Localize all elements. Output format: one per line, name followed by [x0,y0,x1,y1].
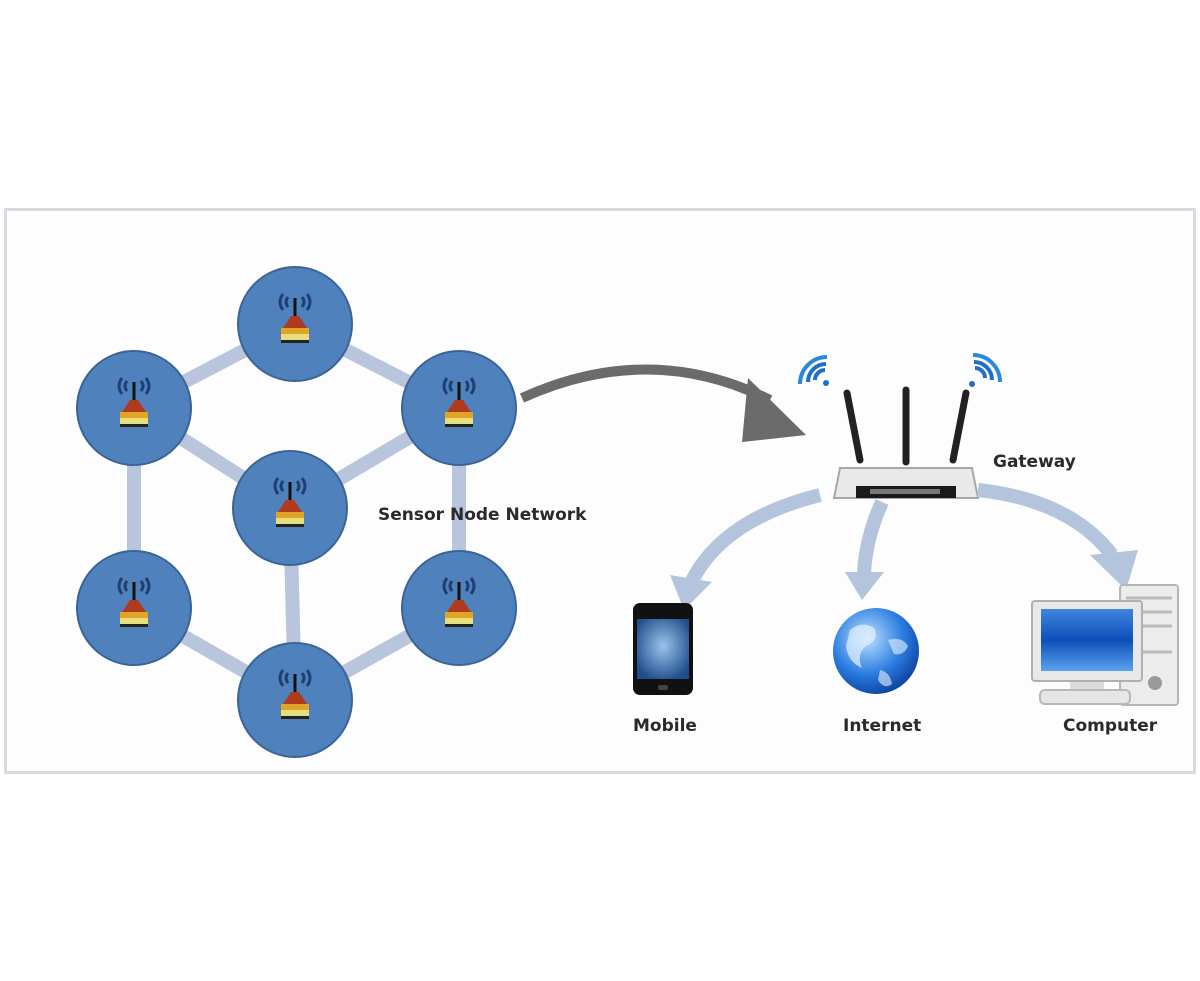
sensor-antenna-icon [117,577,151,627]
sensor-node [232,450,348,566]
gateway-label: Gateway [993,452,1076,472]
sensor-antenna-icon [273,477,307,527]
computer-label: Computer [1063,716,1158,736]
sensor-node [401,550,517,666]
router-icon [798,353,1002,499]
sensor-nodes [76,266,517,758]
network-to-gateway-arrow [519,364,806,442]
sensor-node [76,550,192,666]
mobile-phone-icon [633,603,693,695]
sensor-antenna-icon [117,377,151,427]
internet-globe-icon [833,608,919,694]
sensor-node [237,642,353,758]
sensor-node [76,350,192,466]
sensor-network-label: Sensor Node Network [378,505,587,525]
sensor-node [237,266,353,382]
sensor-antenna-icon [278,293,312,343]
wifi-signal-icon [798,355,829,386]
gateway-to-internet-arrow [845,499,889,600]
computer-icon [1031,584,1179,706]
sensor-antenna-icon [278,669,312,719]
wifi-signal-icon [969,353,1002,387]
sensor-node [401,350,517,466]
sensor-antenna-icon [442,577,476,627]
gateway-to-computer-arrow [977,483,1138,590]
sensor-antenna-icon [442,377,476,427]
internet-label: Internet [843,716,922,736]
gateway-to-mobile-arrow [670,488,822,610]
mobile-label: Mobile [633,716,697,736]
